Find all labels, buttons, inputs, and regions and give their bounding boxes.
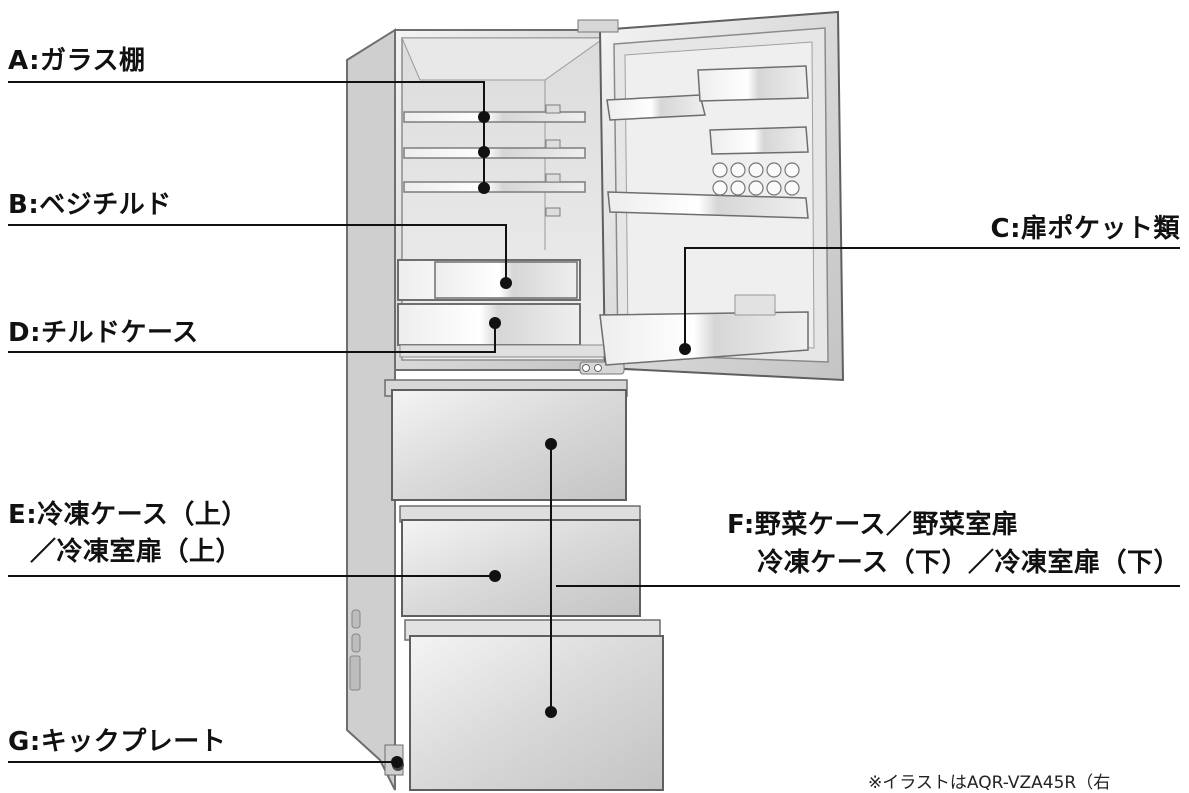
label-b-vege-chilled: B:ベジチルド: [8, 190, 172, 220]
freezer-upper-case: [399, 505, 641, 617]
vege-chilled: [397, 259, 581, 301]
leader-dots: [391, 111, 691, 768]
label-f-line1: F:野菜ケース／野菜室扉: [727, 510, 1019, 540]
label-d-chilled-case: D:チルドケース: [8, 318, 199, 348]
label-a-glass-shelf: A:ガラス棚: [8, 46, 146, 76]
leader-lines: [8, 81, 1180, 763]
glass-shelves: [403, 104, 586, 217]
label-e-line1: E:冷凍ケース（上）: [8, 500, 248, 530]
label-c-door-pockets: C:扉ポケット類: [990, 214, 1180, 244]
chilled-case: [397, 303, 606, 358]
vegetable-drawer: [404, 619, 664, 791]
door-pockets: [599, 65, 809, 366]
label-g-kick-plate: G:キックプレート: [8, 727, 227, 757]
label-f-line2: 冷凍ケース（下）／冷凍室扉（下）: [757, 548, 1180, 578]
cabinet-side: [346, 28, 396, 791]
illustration-note: ※イラストはAQR-VZA45R（右: [868, 773, 1111, 793]
drawer-upper-front: [384, 379, 628, 501]
label-e-line2: ／冷凍室扉（上）: [30, 537, 243, 567]
